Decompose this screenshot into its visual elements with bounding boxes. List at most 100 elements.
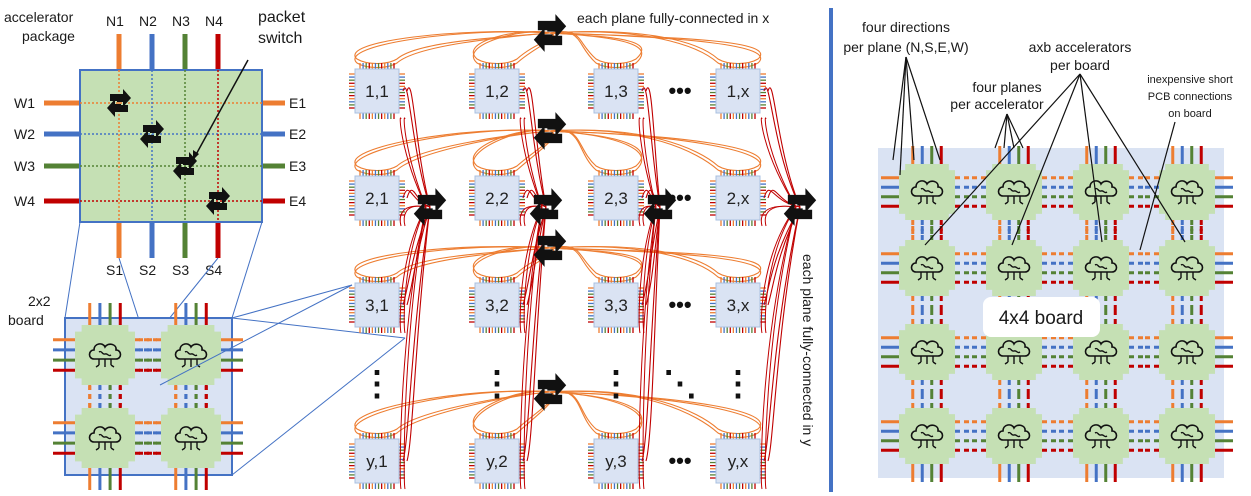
board-accelerator: [986, 240, 1042, 296]
package-label: package: [22, 28, 75, 44]
board-accelerator: [899, 240, 955, 296]
accelerator-chip: 1,3: [588, 63, 644, 119]
pin-label-s1: S1: [106, 262, 123, 278]
chip-label: y,3: [605, 452, 626, 471]
chip-label: 3,x: [727, 296, 750, 315]
board-accelerator: [161, 325, 221, 385]
ellipsis-vertical: ⋮: [360, 365, 394, 403]
chip-label: 3,3: [604, 296, 628, 315]
two-by-two-board: [53, 303, 243, 490]
annotation-directions: per plane (N,S,E,W): [843, 39, 968, 55]
accelerator-chip: y,1: [349, 433, 405, 489]
accelerator-chip: 3,2: [469, 277, 525, 333]
board-accelerator: [899, 164, 955, 220]
chip-label: 2,3: [604, 189, 628, 208]
four-by-four-board: [881, 146, 1233, 482]
pin-label-e4: E4: [289, 193, 306, 209]
ellipsis-horizontal: •••: [668, 78, 691, 103]
pin-label-w4: W4: [14, 193, 35, 209]
accelerator-chip: 3,1: [349, 277, 405, 333]
ellipsis-vertical: ⋮: [721, 365, 755, 403]
annotation-pcb: on board: [1168, 108, 1211, 120]
x-caption: each plane fully-connected in x: [577, 10, 769, 26]
ellipsis-horizontal: •••: [668, 292, 691, 317]
board-accelerator: [899, 324, 955, 380]
pin-label-s4: S4: [205, 262, 222, 278]
zoom-lines-chip: [159, 284, 406, 476]
accelerator-chip: 2,3: [588, 170, 644, 226]
chip-label: y,x: [728, 452, 749, 471]
chip-label: 1,x: [727, 82, 750, 101]
chip-label: 2,2: [485, 189, 509, 208]
pin-label-s2: S2: [139, 262, 156, 278]
board-lanes: [881, 146, 1233, 482]
board-accelerator: [75, 325, 135, 385]
pin-label-n3: N3: [172, 13, 190, 29]
board-accelerator: [1073, 408, 1129, 464]
board-label-box: [983, 297, 1100, 337]
board-accelerator: [161, 408, 221, 468]
annotation-planes: per accelerator: [950, 96, 1044, 112]
ellipsis-horizontal: •••: [668, 185, 691, 210]
annotation-pointers: [892, 56, 1186, 251]
chip-label: 2,1: [365, 189, 389, 208]
accelerator-grid: 1,1 1,2 1,3 1,x 2,1 2,2 2,3 2,x 3,1 3,2 3,3 3,x y,1 y…: [349, 63, 766, 489]
chip-label: 1,2: [485, 82, 509, 101]
pin-label-e1: E1: [289, 95, 306, 111]
accelerator-chip: 3,3: [588, 277, 644, 333]
board-accelerator: [899, 408, 955, 464]
chip-label: 3,1: [365, 296, 389, 315]
pin-label-n4: N4: [205, 13, 223, 29]
board-accelerator: [1073, 240, 1129, 296]
annotation-pcb: inexpensive short: [1147, 74, 1233, 86]
accelerator-chip: y,2: [469, 433, 525, 489]
y-caption: each plane fully-connected in y: [800, 254, 816, 446]
board-accelerator: [1159, 324, 1215, 380]
board-lanes: [139, 386, 243, 490]
board-accelerator: [1159, 240, 1215, 296]
annotation-axb: per board: [1050, 57, 1110, 73]
board-accelerator: [1073, 164, 1129, 220]
pin-label-w2: W2: [14, 126, 35, 142]
accelerator-chip: 1,1: [349, 63, 405, 119]
accelerator-chip: 3,x: [710, 277, 766, 333]
four-by-four-board-label: 4x4 board: [999, 308, 1084, 329]
board-accelerator: [1073, 324, 1129, 380]
accelerator-chip: 2,2: [469, 170, 525, 226]
board-lanes: [53, 386, 157, 490]
ellipsis-horizontal: •••: [668, 448, 691, 473]
board-label: 2x2: [28, 293, 51, 309]
board-accelerator: [986, 164, 1042, 220]
pin-label-e3: E3: [289, 158, 306, 174]
accelerator-chip: 1,x: [710, 63, 766, 119]
accelerator-chip: y,3: [588, 433, 644, 489]
chip-label: 3,2: [485, 296, 509, 315]
board-accelerator: [75, 408, 135, 468]
pin-label-w3: W3: [14, 158, 35, 174]
pin-label-n1: N1: [106, 13, 124, 29]
chip-label: 1,1: [365, 82, 389, 101]
chip-label: 2,x: [727, 189, 750, 208]
pin-label-n2: N2: [139, 13, 157, 29]
switch-label: packet: [258, 9, 306, 26]
accelerator-chip: y,x: [710, 433, 766, 489]
annotation-directions: four directions: [862, 19, 950, 35]
chip-label: y,2: [486, 452, 507, 471]
chip-label: 1,3: [604, 82, 628, 101]
accelerator-package: [44, 34, 285, 258]
annotation-pcb: PCB connections: [1148, 91, 1233, 103]
ellipsis-diagonal: ⋱: [663, 365, 697, 403]
pin-label-e2: E2: [289, 126, 306, 142]
accelerator-chip: 1,2: [469, 63, 525, 119]
accelerator-chip: 2,x: [710, 170, 766, 226]
switch-label: switch: [258, 30, 302, 47]
annotation-axb: axb accelerators: [1029, 39, 1132, 55]
pin-label-s3: S3: [172, 262, 189, 278]
board-label: board: [8, 312, 44, 328]
accelerator-chip: 2,1: [349, 170, 405, 226]
annotation-planes: four planes: [972, 79, 1041, 95]
chip-label: y,1: [366, 452, 387, 471]
ellipsis-vertical: ⋮: [480, 365, 514, 403]
board-accelerator: [986, 408, 1042, 464]
